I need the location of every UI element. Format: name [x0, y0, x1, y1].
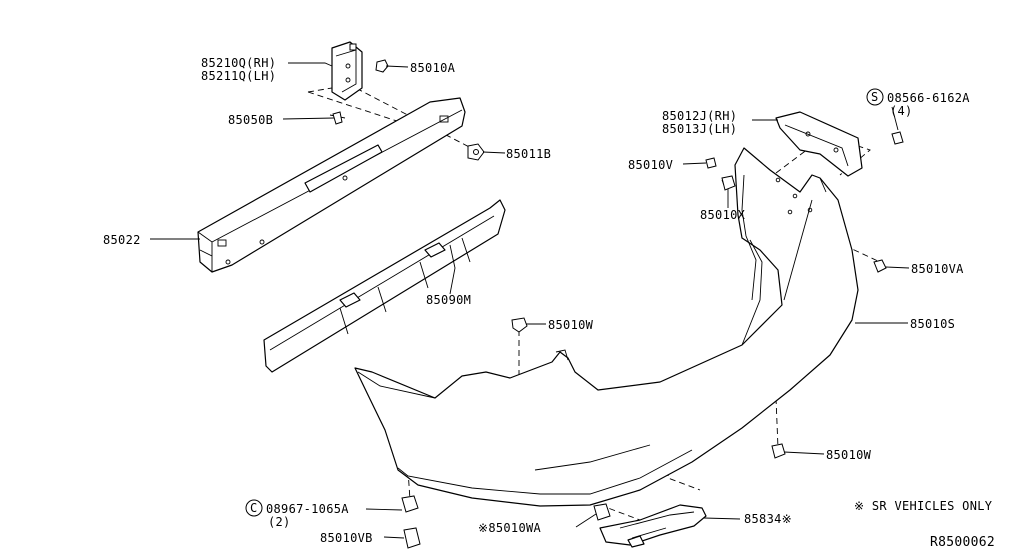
label-08967-1065a: 08967-1065A [266, 502, 349, 516]
symbol-s: S [871, 90, 879, 104]
label-85022: 85022 [103, 233, 141, 247]
bolt-85050b [332, 111, 343, 125]
leader-lines [150, 62, 910, 539]
energy-absorber [263, 199, 506, 373]
label-85010w-top: 85010W [548, 318, 594, 332]
clip-85010vb [403, 527, 421, 549]
clip-85010wa [593, 503, 611, 521]
label-85010v: 85010V [628, 158, 673, 172]
symbol-c: C [250, 501, 258, 515]
fasteners [332, 59, 904, 549]
symbol-circle-s [866, 88, 884, 106]
label-85090m: 85090M [426, 293, 471, 307]
label-85013j: 85013J(LH) [662, 122, 737, 136]
side-bracket-right [775, 111, 863, 177]
label-85010vb: 85010VB [320, 531, 373, 545]
label-85011b: 85011B [506, 147, 551, 161]
lower-diffuser [599, 504, 707, 548]
nut-85011b-hole [473, 149, 479, 155]
bumper-fascia [354, 147, 859, 507]
label-85010wa: ※85010WA [478, 521, 542, 535]
label-08566-6162a: 08566-6162A [887, 91, 970, 105]
clip-85010va [873, 259, 887, 273]
label-85010x: 85010X [700, 208, 746, 222]
symbol-circle-c [245, 499, 263, 517]
label-85010s: 85010S [910, 317, 955, 331]
clip-85010a [375, 59, 389, 73]
note-sr-vehicles-only: ※ SR VEHICLES ONLY [854, 499, 993, 513]
clip-85010w-bottom [771, 443, 786, 459]
clip-85010w-top [511, 317, 528, 333]
bumper-reinforcement-beam [197, 97, 466, 273]
part-labels: 85210Q(RH) 85211Q(LH) 85010A 85050B 8501… [103, 56, 995, 550]
side-bracket-left [331, 41, 363, 101]
screw-08566 [891, 131, 904, 145]
label-85050b: 85050B [228, 113, 273, 127]
label-85010w-bottom: 85010W [826, 448, 872, 462]
clip-85010v [705, 157, 717, 169]
label-85012j: 85012J(RH) [662, 109, 737, 123]
label-85010va: 85010VA [911, 262, 964, 276]
label-08566-qty: (4) [890, 104, 913, 118]
label-85834: 85834※ [744, 512, 792, 526]
label-85210q: 85210Q(RH) [201, 56, 276, 70]
label-85010a: 85010A [410, 61, 456, 75]
label-08967-qty: (2) [268, 515, 291, 529]
diagram-code: R8500062 [930, 535, 995, 550]
label-85211q: 85211Q(LH) [201, 69, 276, 83]
nut-08967 [401, 495, 419, 513]
clip-85010x [721, 175, 736, 191]
